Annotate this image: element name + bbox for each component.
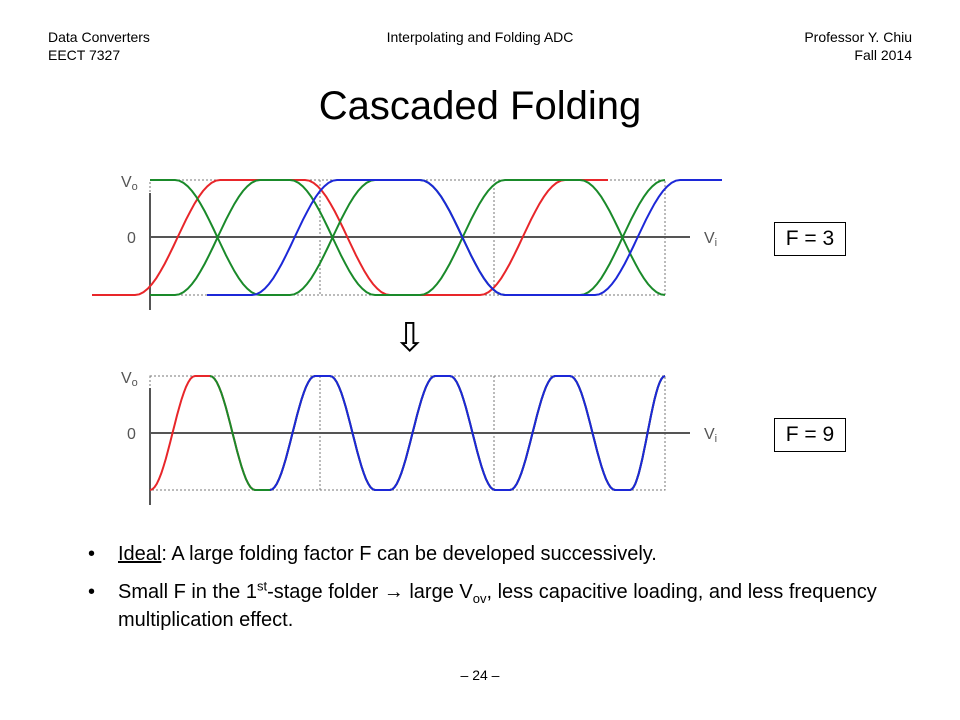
green-curve-2 <box>150 179 666 296</box>
header-right: Professor Y. Chiu Fall 2014 <box>804 28 912 64</box>
course-name: Data Converters <box>48 29 150 45</box>
bottom-plot-y-label: Vo <box>121 370 138 389</box>
bottom-plot-x-label: Vi <box>704 426 717 445</box>
bullet-text: Small F in the 1 <box>118 581 257 603</box>
bottom-plot: Vo 0 Vi <box>121 370 717 505</box>
course-code: EECT 7327 <box>48 47 121 63</box>
bullet-dot: • <box>88 543 96 565</box>
folding-factor-box-bottom: F = 9 <box>774 418 846 452</box>
header-left: Data Converters EECT 7327 <box>48 28 150 64</box>
bullet-text: -stage folder → large V <box>267 581 473 603</box>
top-plot-x-label: Vi <box>704 230 717 249</box>
bullet-text: , less capacitive loading, and less freq… <box>118 581 877 631</box>
header-center: Interpolating and Folding ADC <box>386 29 574 45</box>
bullet-keyword: Ideal <box>118 543 162 565</box>
bullet-item: • Small F in the 1st-stage folder → larg… <box>88 578 878 634</box>
subscript: ov <box>472 591 487 606</box>
top-plot-zero-label: 0 <box>127 230 136 247</box>
blue-curve <box>207 179 722 296</box>
down-arrow-icon: ⇩ <box>393 315 427 361</box>
bullet-list: • Ideal: A large folding factor F can be… <box>88 540 878 644</box>
bottom-plot-zero-label: 0 <box>127 426 136 443</box>
bullet-item: • Ideal: A large folding factor F can be… <box>88 540 878 568</box>
top-plot-y-label: Vo <box>121 174 138 193</box>
semester: Fall 2014 <box>854 47 912 63</box>
superscript: st <box>256 578 268 594</box>
top-plot-curves <box>92 179 722 296</box>
top-plot: Vo 0 Vi <box>92 174 722 310</box>
page-number: – 24 – <box>460 667 500 683</box>
professor-name: Professor Y. Chiu <box>804 29 912 45</box>
folding-factor-box-top: F = 3 <box>774 222 846 256</box>
bottom-plot-curves <box>149 375 666 491</box>
slide-title: Cascaded Folding <box>318 84 642 128</box>
bullet-dot: • <box>88 581 96 603</box>
bullet-text: : A large folding factor F can be develo… <box>161 543 657 565</box>
blue-fold-curve <box>269 375 666 491</box>
red-curve <box>92 179 608 296</box>
